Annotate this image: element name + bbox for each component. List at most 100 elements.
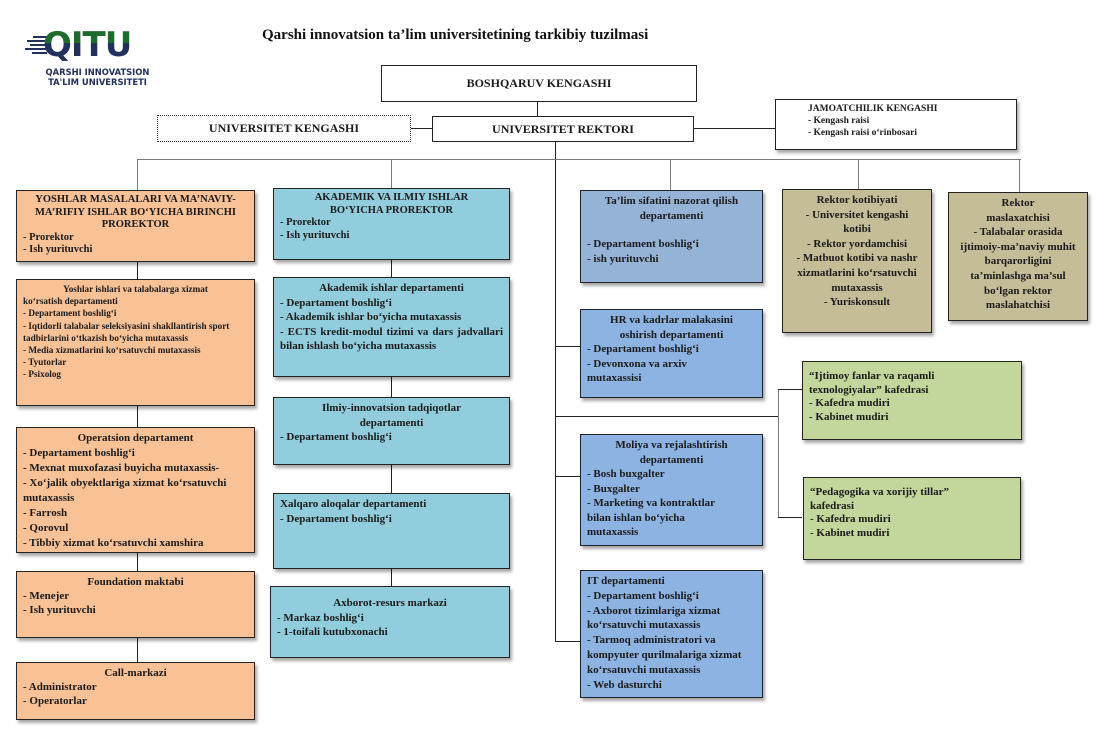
box-title: AKADEMIK VA ILMIY ISHLAR BO‘YICHA PROREK… [314,192,469,216]
box-item: - Ish yurituvchi [23,604,96,616]
connector-col2-c [391,465,393,493]
connector-finance [555,476,580,478]
connector-col2 [391,159,393,188]
box-title: Axborot-resurs markazi [333,597,447,609]
box-title: Yoshlar ishlari va talabalarga xizmat [63,284,208,294]
box-item: - 1-toifali kutubxonachi [277,626,388,638]
public-council-title: JAMOATCHILIK KENGASHI [808,104,938,114]
research-innovation-department-box[interactable]: Ilmiy-innovatsion tadqiqotlar departamen… [273,397,510,465]
rector-box[interactable]: UNIVERSITET REKTORI [432,116,694,142]
connector-it [555,641,580,643]
connector-col1 [137,159,139,190]
box-item: - Kafedra mudiri [809,397,890,409]
box-title: Foundation maktabi [87,576,184,588]
box-item: - Ish yurituvchi [280,229,350,241]
connector-hr [555,346,580,348]
box-item: - Menejer [23,590,70,602]
box-title: “Pedagogika va xorijiy tillar” kafedrasi [810,486,950,512]
rector-advisor-box[interactable]: Rektor maslaxatchisi - Talabalar orasida… [948,192,1088,321]
box-item: - Prorektor [280,217,331,229]
logo-caption-line1: QARSHI INNOVATSION [45,67,150,77]
first-vice-rector-box[interactable]: YOSHLAR MASALALARI VA MA’NAVIY-MA’RIFIY … [16,190,255,262]
connector-col2-a [391,260,393,277]
connector-chair-1 [778,389,802,391]
academic-affairs-department-box[interactable]: Akademik ishlar departamenti - Departame… [273,277,510,377]
social-sciences-chair-box[interactable]: “Ijtimoy fanlar va raqamli texnologiyala… [802,361,1022,440]
box-item: - Markaz boshlig‘i [277,611,364,624]
box-item: - Kafedra mudiri [810,513,891,525]
box-item: - Tibbiy xizmat ko‘rsatuvchi xamshira [23,537,204,549]
connector-col2-b [391,377,393,397]
box-item: - Departament boshlig‘i [23,308,117,319]
connector-col1-c [137,553,139,571]
operations-department-box[interactable]: Operatsion departament - Departament bos… [16,427,255,553]
connector-col1-d [137,638,139,662]
box-item: - Buxgalter [587,482,640,495]
box-item: - Qorovul [23,522,69,534]
box-item: - Axborot tizimlariga xizmat ko‘rsatuvch… [587,604,721,632]
rector-label: UNIVERSITET REKTORI [492,121,634,136]
connector-main-bus [137,159,1021,161]
pedagogy-languages-chair-box[interactable]: “Pedagogika va xorijiy tillar” kafedrasi… [803,477,1021,560]
box-item: - Marketing va kontraktlar bilan ishlan … [587,497,715,538]
hr-department-box[interactable]: HR va kadrlar malakasini oshirish depart… [580,309,763,398]
public-council-item: - Kengash raisi [808,116,870,126]
connector-chairs-bus [555,416,779,418]
connector-col3 [670,159,672,190]
logo-wordmark: QITU [43,25,132,65]
box-title: Operatsion departament [77,432,194,444]
page-title: Qarshi innovatsion ta’lim universitetini… [262,27,649,43]
academic-vice-rector-box[interactable]: AKADEMIK VA ILMIY ISHLAR BO‘YICHA PROREK… [273,188,510,260]
box-item: - Departament boshlig‘i [280,512,392,525]
foundation-school-box[interactable]: Foundation maktabi - Menejer - Ish yurit… [16,571,255,638]
logo-caption-line2: TA'LIM UNIVERSITETI [48,77,147,87]
box-item: - Matbuot kotibi va nashr xizmatlarini k… [796,252,918,294]
box-item: - Tyutorlar [23,357,67,368]
box-item: - ECTS kredit-modul tizimi va dars jadva… [280,325,503,353]
box-item: - Departament boshlig‘i [587,589,699,602]
information-resource-center-box[interactable]: Axborot-resurs markazi - Markaz boshlig‘… [270,586,510,658]
public-council-item: - Kengash raisi o‘rinbosari [808,128,917,138]
box-item: - Ish yurituvchi [23,244,93,256]
public-council-box[interactable]: JAMOATCHILIK KENGASHI - Kengash raisi - … [775,99,1017,150]
box-item: - Yuriskonsult [823,296,891,309]
box-item: - Mexnat muxofazasi buyicha mutaxassis- [23,462,220,474]
box-item: - Tarmoq administratori va kompyuter qur… [587,634,742,676]
quality-control-department-box[interactable]: Ta’lim sifatini nazorat qilish departame… [580,190,763,283]
box-title: Call-markazi [104,667,167,679]
finance-planning-department-box[interactable]: Moliya va rejalashtirish departamenti - … [580,434,763,546]
call-center-box[interactable]: Call-markazi - Administrator - Operatorl… [16,662,255,720]
box-item: ko‘rsatish departamenti [23,296,118,307]
box-item: - Prorektor [23,231,74,243]
connector-col2-d [391,569,393,586]
box-item: - Departament boshlig‘i [587,238,699,250]
box-title: Rektor kotibiyati [816,194,898,206]
box-item: - Web dasturchi [587,678,662,691]
box-title: “Ijtimoy fanlar va raqamli texnologiyala… [809,370,935,396]
box-item: - Bosh buxgalter [587,468,665,480]
box-item: - Psixolog [23,369,62,380]
box-item: - Kabinet mudiri [810,526,890,539]
box-item: - Rektor yordamchisi [806,237,907,250]
youth-affairs-department-box[interactable]: Yoshlar ishlari va talabalarga xizmat ko… [16,279,255,406]
box-item: - Departament boshlig‘i [280,431,392,443]
box-item: - Media xizmatlarini ko‘rsatuvchi mutaxa… [23,345,201,356]
it-department-box[interactable]: IT departamenti - Departament boshlig‘i … [580,570,763,698]
university-council-box[interactable]: UNIVERSITET KENGASHI [157,115,411,142]
connector-col1-a [137,262,139,279]
box-title: Moliya va rejalashtirish departamenti [615,439,728,466]
connector-board-rector [537,101,539,117]
box-title: YOSHLAR MASALALARI VA MA’NAVIY-MA’RIFIY … [35,194,236,231]
board-label: BOSHQARUV KENGASHI [466,76,612,90]
logo-caption: QARSHI INNOVATSION TA'LIM UNIVERSITETI [35,67,160,87]
box-item: - Farrosh [23,507,68,519]
connector-col1-b [137,406,139,427]
connector-chair-2 [778,517,802,519]
box-item: - Operatorlar [23,695,87,707]
international-relations-department-box[interactable]: Xalqaro aloqalar departamenti - Departam… [273,493,510,569]
box-item: - Talabalar orasida ijtimoiy-ma’naviy mu… [960,226,1076,312]
rector-secretariat-box[interactable]: Rektor kotibiyati - Universitet kengashi… [782,189,932,333]
box-title: Xalqaro aloqalar departamenti [280,498,427,510]
connector-rector-public [694,128,776,130]
board-box[interactable]: BOSHQARUV KENGASHI [381,65,697,102]
